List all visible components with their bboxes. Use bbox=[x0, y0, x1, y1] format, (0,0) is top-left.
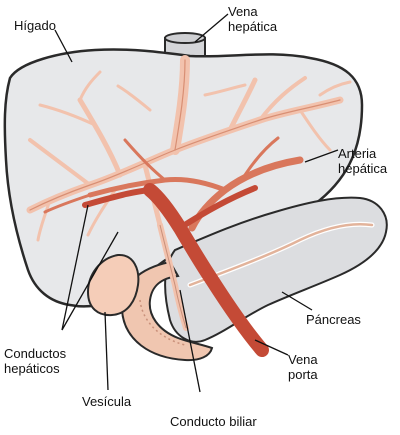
pancreas-label: Páncreas bbox=[306, 312, 361, 327]
hepatic-vein-label-line2: hepática bbox=[228, 19, 278, 34]
bile-duct-label: Conducto biliar bbox=[170, 414, 257, 429]
hepatic-artery-label-line1: Arteria bbox=[338, 146, 377, 161]
liver-label: Hígado bbox=[14, 18, 56, 33]
leader-lines bbox=[54, 13, 339, 393]
portal-vein-label-line1: Vena bbox=[288, 352, 318, 367]
hepatic-ducts-label-line2: hepáticos bbox=[4, 361, 60, 376]
portal-vein bbox=[82, 183, 269, 357]
hepatic-vein-label-line1: Vena bbox=[228, 4, 258, 19]
hepatic-ducts-label-line1: Conductos bbox=[4, 346, 67, 361]
gallbladder-shape bbox=[86, 253, 140, 317]
portal-vein-label-line2: porta bbox=[288, 367, 318, 382]
hepatic-artery-label-line2: hepática bbox=[338, 161, 388, 176]
pancreatic-duct bbox=[188, 223, 374, 287]
hepatic-vein-label: Vena hepática bbox=[228, 4, 277, 34]
hepatic-ducts-label: Conductos hepáticos bbox=[4, 346, 66, 376]
hepatic-artery-label: Arteria hepática bbox=[338, 146, 387, 176]
gallbladder-label: Vesícula bbox=[82, 394, 132, 409]
portal-vein-label: Vena porta bbox=[288, 352, 318, 382]
